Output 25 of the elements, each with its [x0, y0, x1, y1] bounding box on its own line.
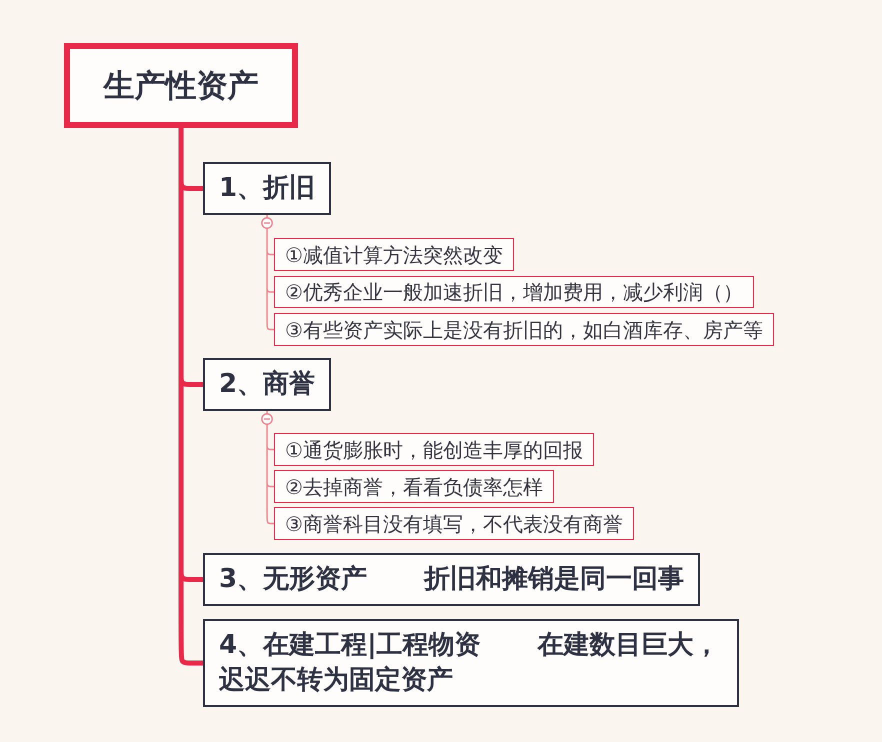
topic-text: 1、折旧 — [219, 172, 316, 205]
subtopic-box — [274, 238, 514, 271]
subtopic-text: ③商誉科目没有填写，不代表没有商誉 — [285, 510, 623, 536]
subtopic-box — [274, 313, 774, 346]
subtopic-box — [274, 507, 634, 540]
subtopic-text: ③有些资产实际上是没有折旧的，如白酒库存、房产等 — [285, 316, 763, 342]
topic-box — [203, 358, 332, 411]
connector-line — [266, 214, 275, 330]
topic-text: 4、在建工程|工程物资 在建数目巨大，迟迟不转为固定资产 — [219, 629, 721, 697]
subtopic-text: ②去掉商誉，看看负债率怎样 — [285, 474, 543, 500]
topic-text: 2、商誉 — [219, 368, 316, 401]
topic-box — [203, 553, 700, 606]
topic-text: 3、无形资产 折旧和摊销是同一回事 — [219, 563, 684, 596]
subtopic-text: ①通货膨胀时，能创造丰厚的回报 — [285, 436, 583, 462]
subtopic-box — [274, 433, 594, 466]
subtopic-text: ②优秀企业一般加速折旧，增加费用，减少利润（） — [285, 279, 743, 305]
central-topic-text: 生产性资产 — [104, 66, 258, 106]
subtopic-box — [274, 470, 554, 503]
subtopic-box — [274, 276, 754, 308]
central-topic-box — [64, 43, 298, 128]
subtopic-text: ①减值计算方法突然改变 — [285, 242, 503, 268]
topic-box — [203, 619, 739, 707]
connector-line — [178, 126, 206, 666]
connector-line — [266, 410, 275, 524]
topic-box — [203, 162, 332, 215]
